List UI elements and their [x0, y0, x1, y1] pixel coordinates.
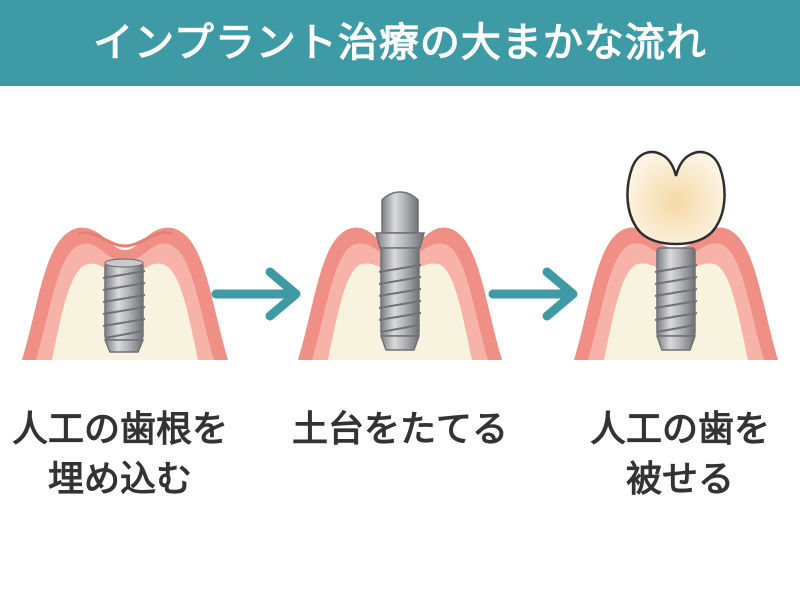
- implant-fixture: [655, 248, 697, 350]
- step-3-caption-line-2: 被せる: [560, 455, 800, 505]
- step-2-caption: 土台をたてる: [275, 405, 525, 455]
- implant-fixture: [103, 259, 145, 352]
- implant-abutment: [376, 192, 424, 350]
- step-2-caption-line-1: 土台をたてる: [275, 405, 525, 455]
- right-arrow-icon: [216, 272, 296, 316]
- step-1-caption-line-1: 人工の歯根を: [0, 405, 240, 455]
- step-1-caption: 人工の歯根を 埋め込む: [0, 405, 240, 505]
- right-arrow-icon: [493, 272, 573, 316]
- step-3-caption-line-1: 人工の歯を: [560, 405, 800, 455]
- step-3-illustration: [574, 152, 778, 360]
- step-1-caption-line-2: 埋め込む: [0, 455, 240, 505]
- step-3-caption: 人工の歯を 被せる: [560, 405, 800, 505]
- tooth-crown: [627, 152, 724, 244]
- step-1-illustration: [22, 228, 228, 360]
- step-2-illustration: [298, 192, 502, 360]
